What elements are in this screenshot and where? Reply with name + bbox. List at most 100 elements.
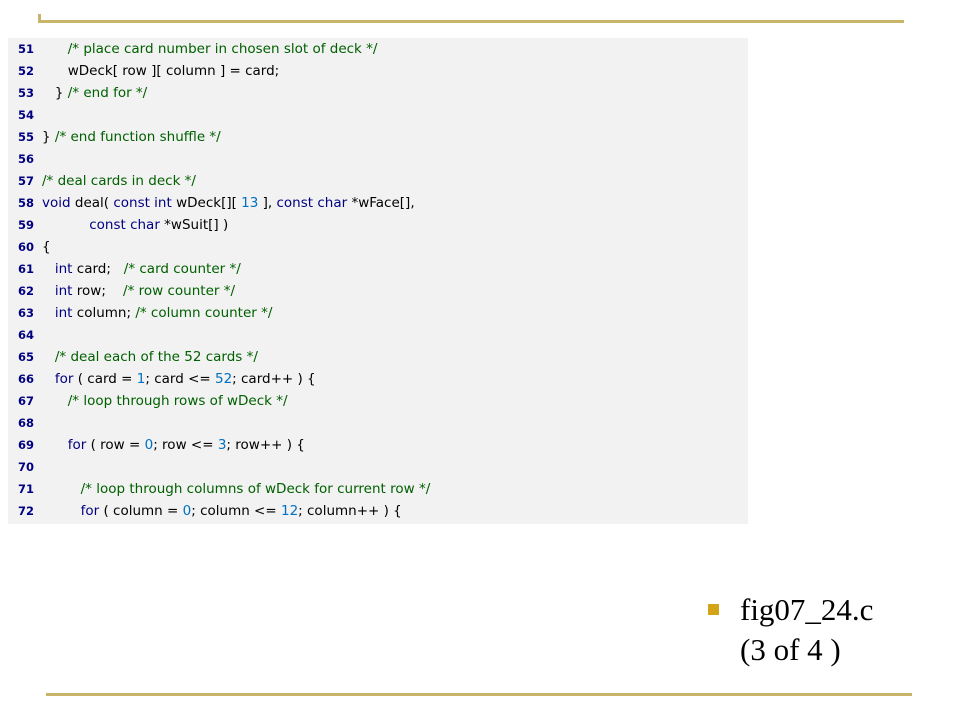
- caption-filename: fig07_24.c: [740, 592, 874, 627]
- code-comment: /* loop through columns of wDeck for cur…: [80, 481, 431, 497]
- line-number: 63: [17, 306, 34, 320]
- code-keyword: for: [80, 503, 100, 519]
- code-line: 56: [8, 148, 42, 170]
- code-line: 51 /* place card number in chosen slot o…: [8, 38, 377, 60]
- line-number: 54: [17, 108, 34, 122]
- line-number: 67: [17, 394, 34, 408]
- line-number: 56: [17, 152, 34, 166]
- code-listing: 51 /* place card number in chosen slot o…: [8, 38, 748, 524]
- code-text: *wSuit[] ): [159, 217, 229, 233]
- code-text: ; row++ ) {: [226, 437, 305, 453]
- line-number: 66: [17, 372, 34, 386]
- code-comment: /* end for */: [67, 85, 148, 101]
- code-text: }: [42, 85, 68, 101]
- line-number: 61: [17, 262, 34, 276]
- code-text: wDeck[ row ][ column ] = card;: [42, 63, 280, 79]
- code-line: 55} /* end function shuffle */: [8, 126, 221, 148]
- code-text: ( card =: [73, 371, 137, 387]
- code-keyword: const int: [113, 195, 172, 211]
- line-number: 65: [17, 350, 34, 364]
- code-text: column;: [72, 305, 136, 321]
- code-text: [42, 393, 68, 409]
- caption-bullet-icon: [708, 604, 719, 615]
- code-text: card;: [72, 261, 124, 277]
- code-text: [42, 503, 81, 519]
- code-text: deal(: [70, 195, 114, 211]
- line-number: 68: [17, 416, 34, 430]
- code-keyword: int: [54, 261, 73, 277]
- code-line: 54: [8, 104, 42, 126]
- code-text: ; row <=: [153, 437, 218, 453]
- code-line: 65 /* deal each of the 52 cards */: [8, 346, 258, 368]
- code-line: 52 wDeck[ row ][ column ] = card;: [8, 60, 279, 82]
- line-number: 71: [17, 482, 34, 496]
- code-text: [42, 217, 89, 233]
- code-text: ],: [258, 195, 277, 211]
- code-text: ( row =: [86, 437, 145, 453]
- code-keyword: const char: [276, 195, 348, 211]
- code-number: 1: [136, 371, 146, 387]
- slide-caption: fig07_24.c (3 of 4 ): [740, 590, 950, 670]
- code-number: 0: [182, 503, 192, 519]
- code-text: [42, 41, 68, 57]
- code-keyword: for: [54, 371, 74, 387]
- code-line: 71 /* loop through columns of wDeck for …: [8, 478, 430, 500]
- code-text: [42, 261, 55, 277]
- code-number: 12: [280, 503, 299, 519]
- line-number: 69: [17, 438, 34, 452]
- line-number: 53: [17, 86, 34, 100]
- code-text: row;: [72, 283, 124, 299]
- code-comment: /* loop through rows of wDeck */: [67, 393, 288, 409]
- code-number: 0: [144, 437, 154, 453]
- code-line: 68: [8, 412, 42, 434]
- code-line: 59 const char *wSuit[] ): [8, 214, 228, 236]
- code-comment: /* card counter */: [123, 261, 241, 277]
- code-number: 13: [241, 195, 259, 211]
- code-text: *wFace[],: [347, 195, 415, 211]
- bottom-rule: [46, 693, 912, 696]
- code-line: 62 int row; /* row counter */: [8, 280, 235, 302]
- caption-page-indicator: (3 of 4 ): [740, 632, 841, 667]
- code-text: {: [42, 239, 51, 255]
- code-keyword: void: [42, 195, 71, 211]
- top-rule-tick: [38, 14, 41, 23]
- code-text: wDeck[][: [171, 195, 242, 211]
- code-text: ( column =: [99, 503, 183, 519]
- code-comment: /* end function shuffle */: [54, 129, 221, 145]
- code-comment: /* row counter */: [123, 283, 236, 299]
- code-line: 63 int column; /* column counter */: [8, 302, 272, 324]
- code-number: 3: [217, 437, 227, 453]
- code-comment: /* column counter */: [135, 305, 273, 321]
- top-rule: [38, 20, 904, 23]
- line-number: 70: [17, 460, 34, 474]
- code-text: ; column <=: [191, 503, 281, 519]
- code-line: 67 /* loop through rows of wDeck */: [8, 390, 288, 412]
- code-line: 57/* deal cards in deck */: [8, 170, 196, 192]
- code-text: ; column++ ) {: [298, 503, 402, 519]
- code-number: 52: [214, 371, 233, 387]
- code-line: 64: [8, 324, 42, 346]
- code-line: 66 for ( card = 1; card <= 52; card++ ) …: [8, 368, 316, 390]
- line-number: 55: [17, 130, 34, 144]
- code-text: ; card++ ) {: [232, 371, 316, 387]
- line-number: 60: [17, 240, 34, 254]
- line-number: 72: [17, 504, 34, 518]
- code-text: [42, 305, 55, 321]
- code-keyword: for: [67, 437, 87, 453]
- code-text: [42, 371, 55, 387]
- code-line: 69 for ( row = 0; row <= 3; row++ ) {: [8, 434, 305, 456]
- code-text: [42, 437, 68, 453]
- line-number: 51: [17, 42, 34, 56]
- code-line: 72 for ( column = 0; column <= 12; colum…: [8, 500, 402, 522]
- line-number: 52: [17, 64, 34, 78]
- code-comment: /* deal each of the 52 cards */: [54, 349, 258, 365]
- line-number: 58: [17, 196, 34, 210]
- line-number: 59: [17, 218, 34, 232]
- code-comment: /* place card number in chosen slot of d…: [67, 41, 378, 57]
- code-text: [42, 283, 55, 299]
- line-number: 62: [17, 284, 34, 298]
- line-number: 64: [17, 328, 34, 342]
- code-text: [42, 481, 81, 497]
- code-text: ; card <=: [145, 371, 215, 387]
- code-keyword: int: [54, 305, 73, 321]
